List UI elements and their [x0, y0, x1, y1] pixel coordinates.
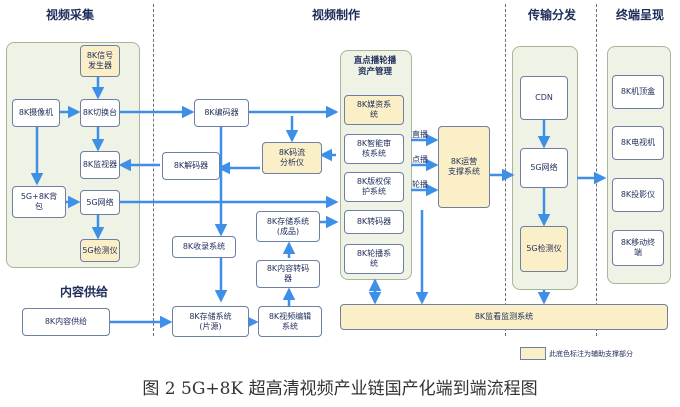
divider-distribution-terminal	[596, 4, 597, 336]
node-5g-network-capture: 5G网络	[80, 190, 120, 215]
node-8k-content-supply: 8K内容供给	[22, 308, 110, 336]
label-live: 直播	[412, 130, 428, 139]
divider-capture-production	[153, 4, 154, 336]
node-8k-copyright: 8K版权保 护系统	[344, 172, 404, 202]
node-signal-generator: 8K信号 发生器	[80, 45, 120, 77]
section-title-supply: 内容供给	[59, 285, 108, 299]
node-5g-network-distribution: 5G网络	[520, 148, 568, 188]
legend-swatch	[520, 347, 546, 360]
node-8k-video-editing: 8K视频编辑 系统	[258, 306, 322, 337]
node-5g-tester-capture: 5G检测仪	[80, 239, 120, 262]
asset-management-title: 直点播轮播 资产管理	[353, 56, 397, 77]
node-8k-tv: 8K电视机	[612, 126, 664, 160]
node-8k-content-transcoder: 8K内容转码 器	[256, 260, 320, 288]
legend-text: 此底色标注为辅助支撑部分	[549, 350, 633, 358]
label-playout: 轮播	[412, 180, 428, 189]
label-vod: 点播	[412, 155, 428, 164]
node-cdn: CDN	[520, 76, 568, 120]
node-8k-storage-source: 8K存储系统 (片源)	[172, 306, 249, 337]
node-8k-smart-review: 8K智能审 核系统	[344, 134, 404, 164]
node-8k-media-asset: 8K媒资系 统	[344, 95, 404, 125]
node-8k-stream-analyzer: 8K码流 分析仪	[262, 142, 322, 174]
node-5g-tester-distribution: 5G检测仪	[520, 226, 568, 272]
node-8k-switcher: 8K切换台	[80, 99, 120, 127]
node-8k-monitor: 8K监视器	[80, 151, 120, 179]
node-8k-storage-finished: 8K存储系统 (成品)	[256, 211, 320, 242]
node-8k-mobile-terminal: 8K移动终 端	[612, 230, 664, 266]
section-title-terminal: 终端呈现	[615, 8, 664, 22]
node-8k-ops-support: 8K运营 支撑系统	[438, 126, 490, 208]
node-8k-monitoring-system: 8K监看监测系统	[340, 304, 668, 330]
figure-caption: 图 2 5G+8K 超高清视频产业链国产化端到端流程图	[142, 379, 538, 399]
node-8k-transcoder: 8K转码器	[344, 210, 404, 234]
node-8k-set-top-box: 8K机顶盒	[612, 75, 664, 109]
node-5g-8k-backpack: 5G+8K背 包	[12, 186, 66, 218]
section-title-distribution: 传输分发	[527, 8, 576, 22]
node-8k-ingest: 8K收录系统	[172, 236, 236, 258]
node-8k-encoder: 8K编码器	[194, 99, 249, 127]
section-title-production: 视频制作	[311, 8, 360, 22]
section-title-capture: 视频采集	[45, 8, 94, 22]
node-8k-decoder: 8K解码器	[162, 152, 220, 180]
node-8k-camera: 8K摄像机	[12, 99, 60, 127]
node-8k-playout: 8K轮播系 统	[344, 244, 404, 274]
node-8k-projector: 8K投影仪	[612, 178, 664, 212]
